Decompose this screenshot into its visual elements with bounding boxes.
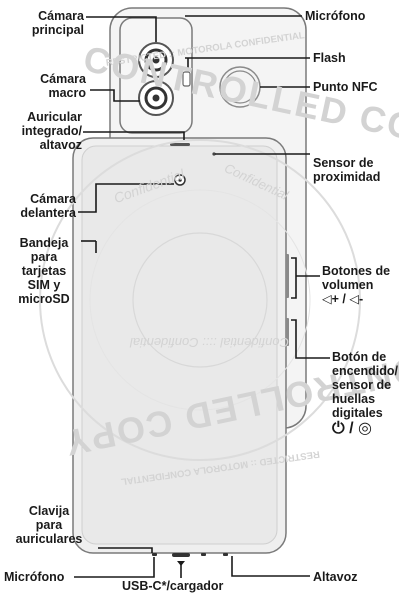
power-symbols: ⏻ / ◎ <box>332 420 372 437</box>
label-power-button: Botón de encendido/ sensor de huellas di… <box>332 350 398 437</box>
earpiece-icon <box>170 143 190 146</box>
label-microphone-bottom: Micrófono <box>4 570 65 584</box>
label-speaker: Altavoz <box>313 570 358 584</box>
label-usb-c: USB-C*/cargador <box>122 579 224 593</box>
flash-icon <box>182 71 191 87</box>
front-camera-icon <box>174 174 186 186</box>
label-volume-buttons: Botones de volumen ◁+ / ◁- <box>322 264 391 306</box>
watermark-confidential-mirror: Confidential :::: Confidential <box>130 335 289 350</box>
label-proximity-sensor: Sensor de proximidad <box>313 156 381 184</box>
label-main-camera: Cámara principal <box>31 9 84 37</box>
proximity-sensor-icon <box>212 152 216 156</box>
power-button-icon <box>286 318 289 346</box>
label-headphone-jack: Clavija para auriculares <box>15 504 83 546</box>
label-earpiece: Auricular integrado/ altavoz <box>21 110 82 152</box>
label-nfc: Punto NFC <box>313 80 378 94</box>
macro-camera-icon <box>138 80 174 116</box>
callout-lines <box>74 15 330 578</box>
main-camera-icon <box>138 42 174 78</box>
bottom-ports <box>152 553 228 557</box>
label-microphone-top: Micrófono <box>305 9 366 23</box>
label-macro-camera: Cámara macro <box>40 72 86 100</box>
label-sim-tray: Bandeja para tarjetas SIM y microSD <box>18 236 70 306</box>
label-front-camera: Cámara delantera <box>20 192 76 220</box>
label-flash: Flash <box>313 51 346 65</box>
volume-symbols: ◁+ / ◁- <box>322 292 364 306</box>
volume-buttons-icon <box>286 254 289 298</box>
watermark-circle <box>39 139 361 461</box>
